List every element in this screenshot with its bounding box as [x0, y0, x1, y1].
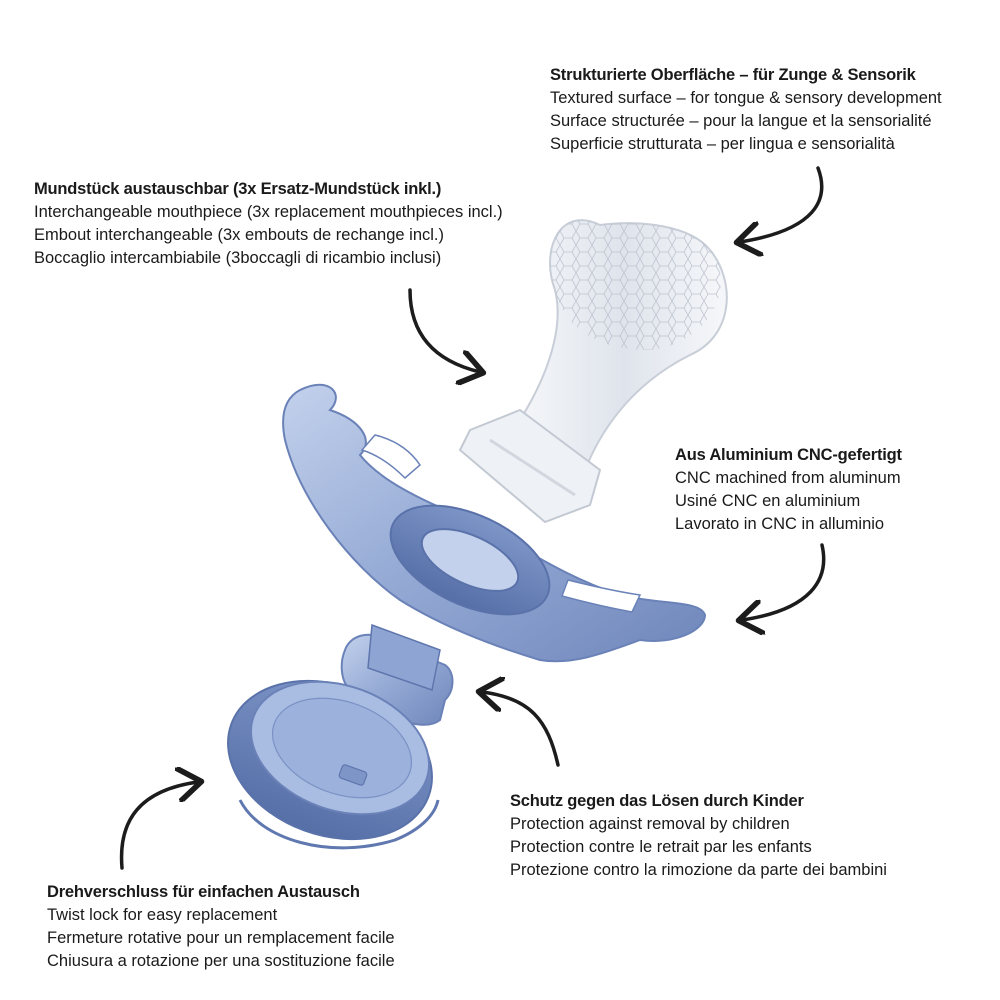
- arrow-mouthpiece: [408, 288, 480, 372]
- callout-line-en: Protection against removal by children: [510, 815, 790, 833]
- mouthpiece-texture: [550, 220, 721, 350]
- shield-slot-right: [561, 579, 642, 613]
- callout-line-fr: Fermeture rotative pour un remplacement …: [47, 929, 395, 947]
- arrow-cnc: [742, 543, 826, 620]
- twist-lock-cap: [227, 679, 440, 850]
- arrow-twist: [119, 782, 198, 870]
- shield-center-hole: [420, 528, 520, 592]
- callout-line-en: CNC machined from aluminum: [675, 469, 901, 487]
- arrow-surface: [740, 166, 824, 242]
- callout-line-it: Lavorato in CNC in alluminio: [675, 515, 885, 533]
- silicone-mouthpiece: [458, 219, 728, 524]
- callout-line-en: Textured surface – for tongue & sensory …: [550, 89, 942, 107]
- callout-line-fr: Protection contre le retrait par les enf…: [510, 838, 812, 856]
- callout-arrows: [119, 166, 826, 870]
- callout-child-protection: Schutz gegen das Lösen durch Kinder Prot…: [510, 790, 887, 882]
- callout-line-fr: Embout interchangeable (3x embouts de re…: [34, 226, 444, 244]
- callout-cnc-aluminium: Aus Aluminium CNC-gefertigt CNC machined…: [675, 444, 902, 536]
- callout-line-it: Protezione contro la rimozione da parte …: [510, 861, 887, 879]
- callout-line-en: Interchangeable mouthpiece (3x replaceme…: [34, 203, 503, 221]
- callout-heading: Schutz gegen das Lösen durch Kinder: [510, 792, 804, 810]
- lock-insert: [340, 623, 454, 726]
- callout-heading: Strukturierte Oberfläche – für Zunge & S…: [550, 66, 916, 84]
- callout-line-fr: Usiné CNC en aluminium: [675, 492, 861, 510]
- callout-line-it: Boccaglio intercambiabile (3boccagli di …: [34, 249, 442, 267]
- arrow-child: [482, 692, 560, 767]
- aluminium-shield: [282, 383, 707, 663]
- callout-textured-surface: Strukturierte Oberfläche – für Zunge & S…: [550, 64, 942, 156]
- shield-slot-top: [360, 434, 421, 480]
- callout-line-it: Superficie strutturata – per lingua e se…: [550, 135, 895, 153]
- callout-twist-lock: Drehverschluss für einfachen Austausch T…: [47, 881, 395, 973]
- callout-line-it: Chiusura a rotazione per una sostituzion…: [47, 952, 395, 970]
- callout-line-en: Twist lock for easy replacement: [47, 906, 278, 924]
- callout-interchangeable-mouthpiece: Mundstück austauschbar (3x Ersatz-Mundst…: [34, 178, 503, 270]
- callout-heading: Aus Aluminium CNC-gefertigt: [675, 446, 902, 464]
- callout-heading: Drehverschluss für einfachen Austausch: [47, 883, 360, 901]
- callout-heading: Mundstück austauschbar (3x Ersatz-Mundst…: [34, 180, 442, 198]
- callout-line-fr: Surface structurée – pour la langue et l…: [550, 112, 932, 130]
